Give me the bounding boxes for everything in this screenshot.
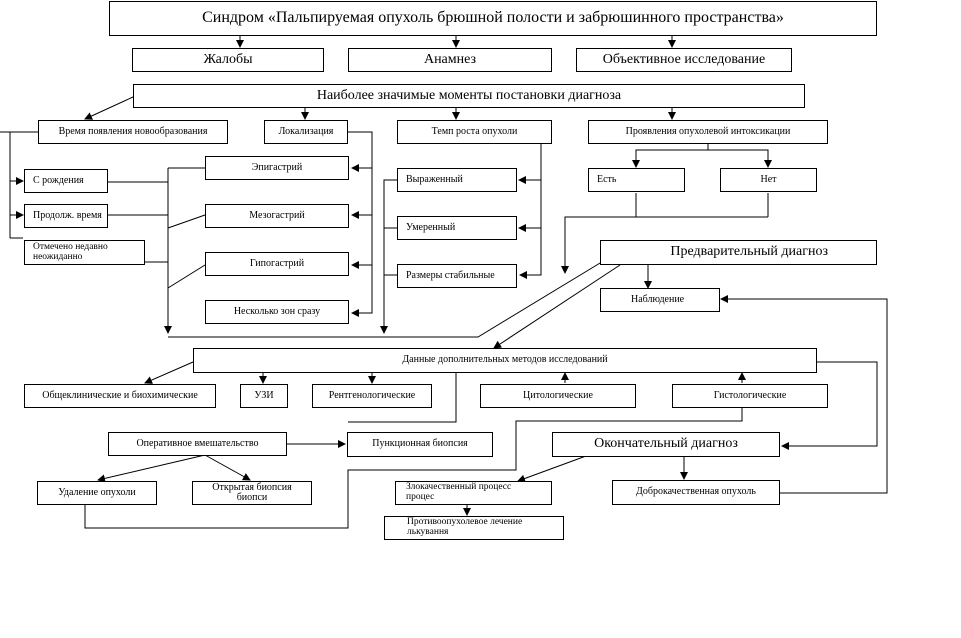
- key-moments-box: Наиболее значимые моменты постановки диа…: [133, 84, 805, 108]
- open-biopsy-box: Открытая биопсия биопси: [192, 481, 312, 505]
- antitumor-line2: лькування: [407, 527, 449, 537]
- expressed-box: Выраженный: [397, 168, 517, 192]
- prelim-diag-box: Предварительный диагноз: [600, 240, 877, 265]
- growth-rate-box: Темп роста опухоли: [397, 120, 552, 144]
- no-box: Нет: [720, 168, 817, 192]
- observation-box: Наблюдение: [600, 288, 720, 312]
- moderate-box: Умеренный: [397, 216, 517, 240]
- long-time-box: Продолж. время: [24, 204, 108, 228]
- surgery-box: Оперативное вмешательство: [108, 432, 287, 456]
- mesogastrium-box: Мезогастрий: [205, 204, 349, 228]
- antitumor-line1: Противоопухолевое лечение: [407, 517, 523, 528]
- final-diag-box: Окончательный диагноз: [552, 432, 780, 457]
- intoxication-box: Проявления опухолевой интоксикации: [588, 120, 828, 144]
- open-biopsy-line2: биопси: [236, 492, 268, 503]
- removal-box: Удаление опухоли: [37, 481, 157, 505]
- histology-box: Гистологические: [672, 384, 828, 408]
- page-title: Синдром «Пальпируемая опухоль брюшной по…: [109, 1, 877, 36]
- benign-box: Доброкачественная опухоль: [612, 480, 780, 505]
- malignant-line1: Злокачественный процесс: [406, 482, 512, 493]
- extra-methods-box: Данные дополнительных методов исследован…: [193, 348, 817, 373]
- recent-box: Отмечено недавно неожиданно: [24, 240, 145, 265]
- recent-line1: Отмечено недавно: [33, 241, 108, 252]
- malignant-box: Злокачественный процесс процес: [395, 481, 552, 505]
- usi-box: УЗИ: [240, 384, 288, 408]
- exam-box: Объективное исследование: [576, 48, 792, 72]
- open-biopsy-line1: Открытая биопсия: [212, 481, 292, 493]
- clinical-bio-box: Общеклинические и биохимические: [24, 384, 216, 408]
- time-appearance-box: Время появления новообразования: [38, 120, 228, 144]
- complaints-box: Жалобы: [132, 48, 324, 72]
- hypogastrium-box: Гипогастрий: [205, 252, 349, 276]
- puncture-box: Пункционная биопсия: [347, 432, 493, 457]
- epigastrium-box: Эпигастрий: [205, 156, 349, 180]
- since-birth-box: С рождения: [24, 169, 108, 193]
- antitumor-box: Противоопухолевое лечение лькування: [384, 516, 564, 540]
- anamnesis-box: Анамнез: [348, 48, 552, 72]
- malignant-line2: процес: [406, 492, 435, 502]
- cytology-box: Цитологические: [480, 384, 636, 408]
- recent-line2: неожиданно: [33, 251, 83, 262]
- xray-box: Рентгенологические: [312, 384, 432, 408]
- localization-box: Локализация: [264, 120, 348, 144]
- yes-box: Есть: [588, 168, 685, 192]
- stable-size-box: Размеры стабильные: [397, 264, 517, 288]
- several-zones-box: Несколько зон сразу: [205, 300, 349, 324]
